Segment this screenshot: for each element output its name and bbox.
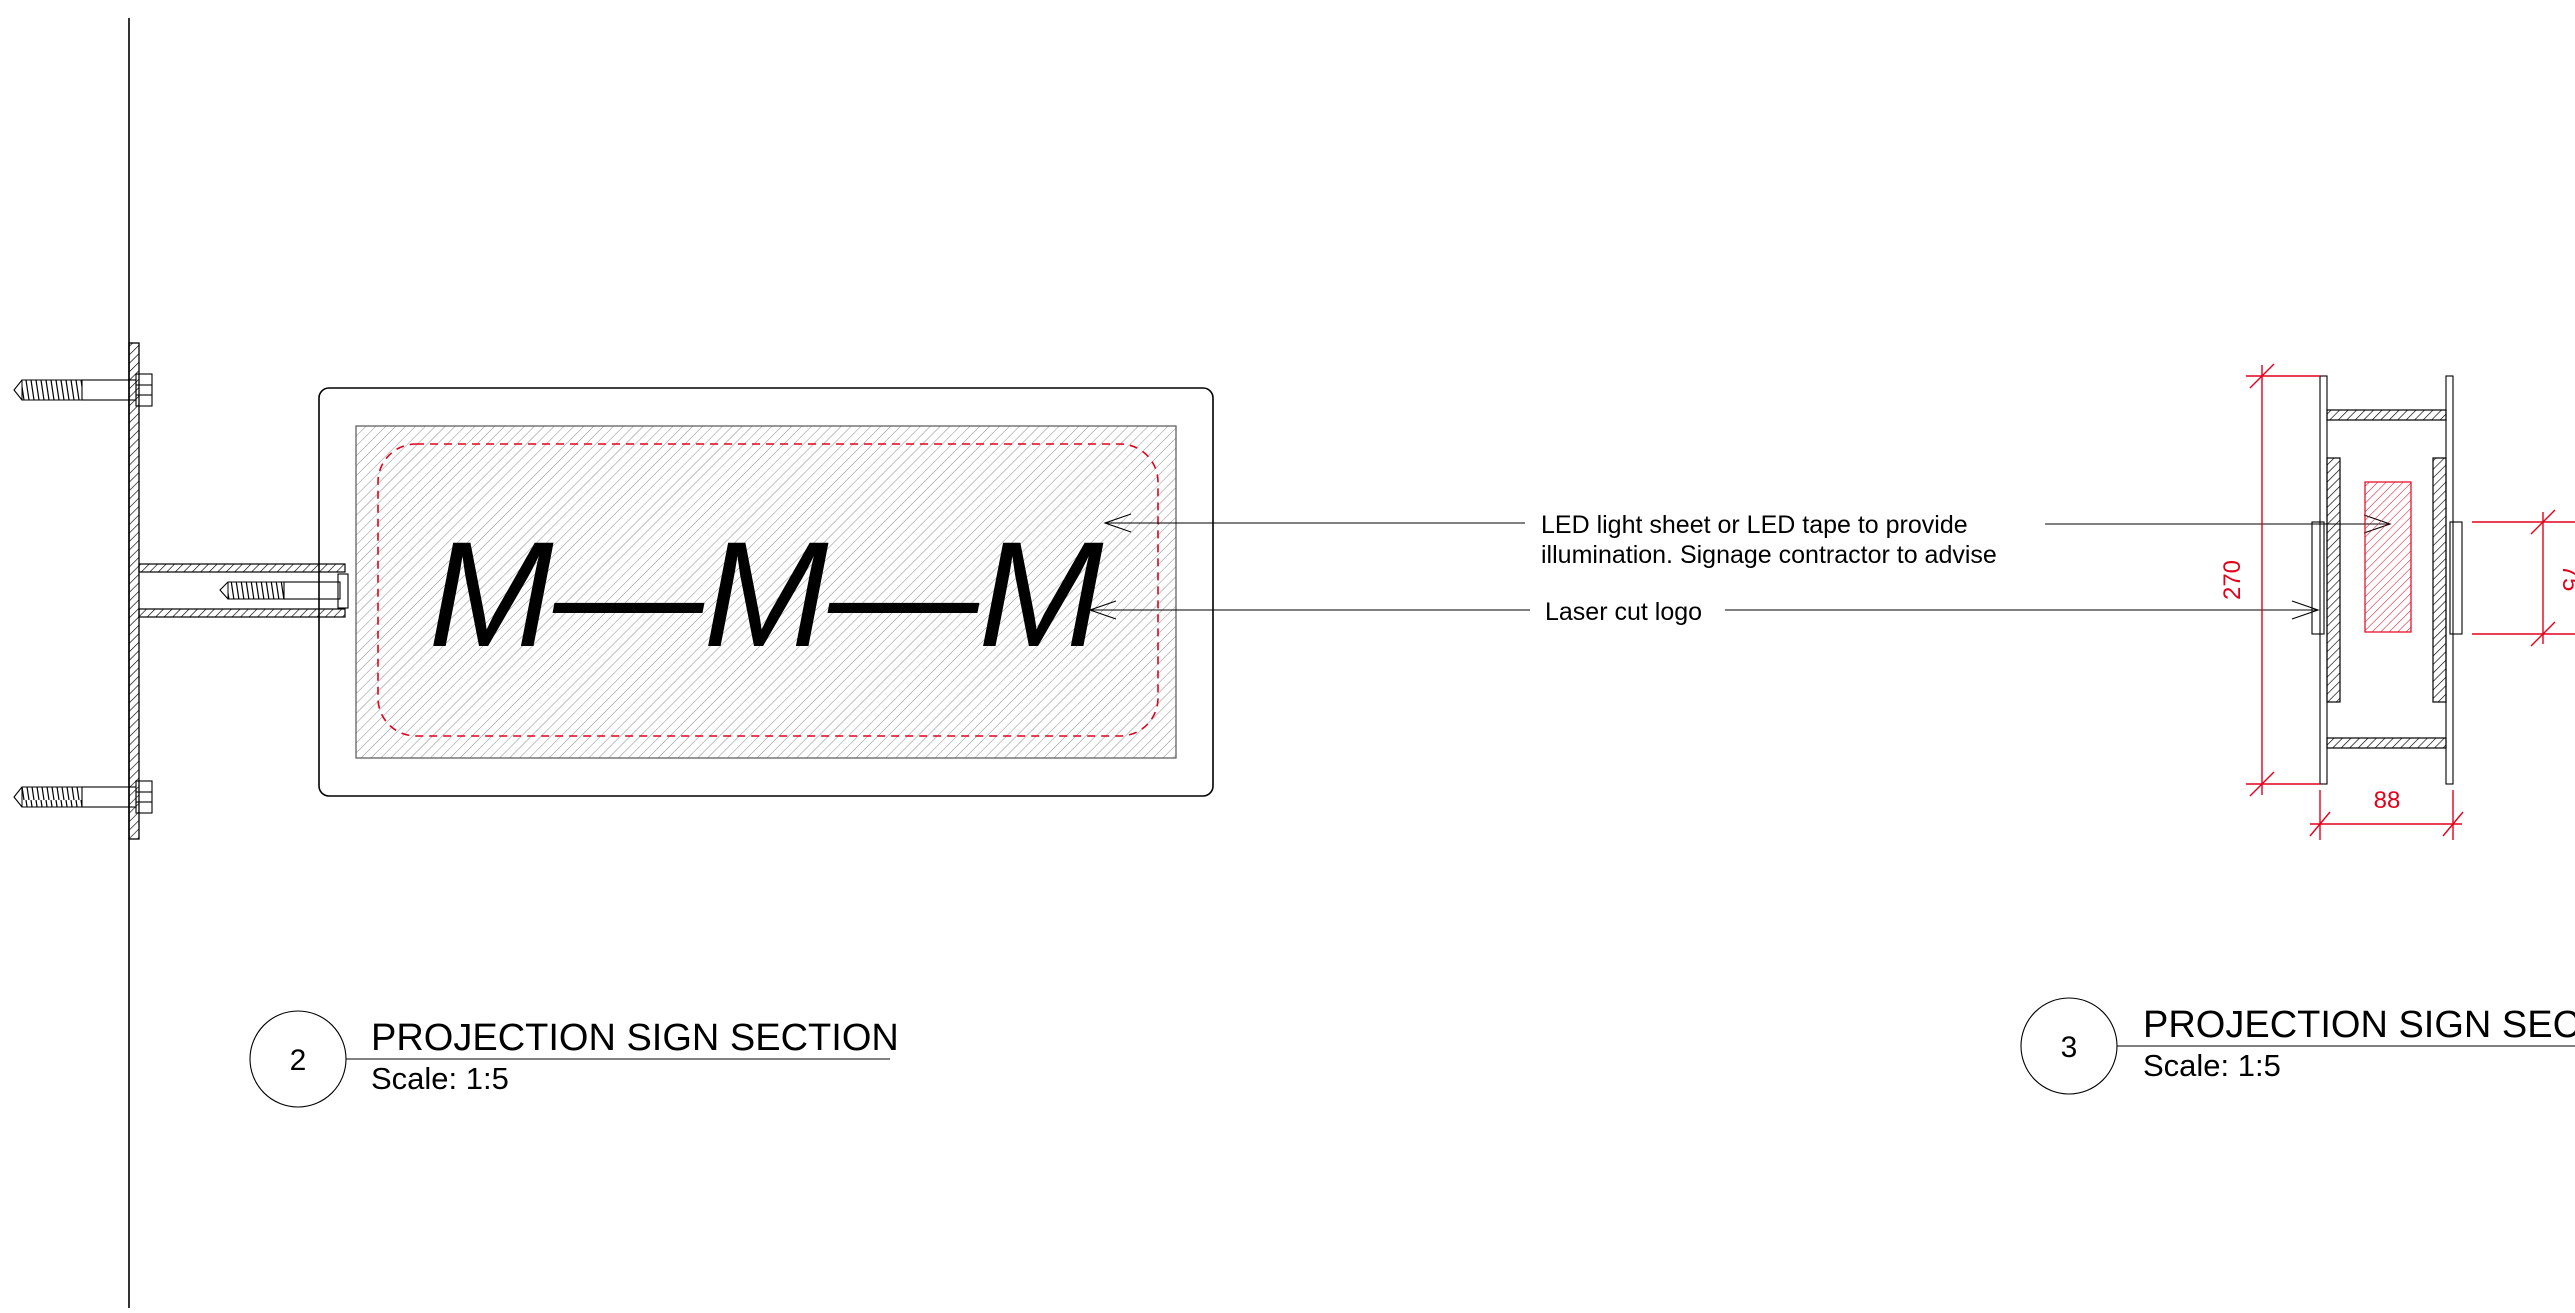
laser-note: Laser cut logo bbox=[1545, 598, 1702, 626]
section-3-title: PROJECTION SIGN SECTION bbox=[2143, 1004, 2575, 1046]
dimension-depth: 75 bbox=[2472, 509, 2575, 647]
dimension-width-label: 88 bbox=[2374, 787, 2401, 814]
dimension-width: 88 bbox=[2309, 787, 2464, 840]
dimension-height-label: 270 bbox=[2219, 560, 2246, 600]
leader-laser-note bbox=[1088, 600, 2320, 620]
sign-section-detail bbox=[2311, 375, 2463, 785]
dimension-depth-label: 75 bbox=[2557, 565, 2575, 592]
section-2-scale: Scale: 1:5 bbox=[371, 1061, 509, 1096]
section-3-scale: Scale: 1:5 bbox=[2143, 1048, 2281, 1083]
wall-screw-lower bbox=[13, 780, 153, 814]
sign-fixing-screw bbox=[219, 581, 341, 600]
section-2-number: 2 bbox=[290, 1044, 307, 1077]
logo-text: M—M—M bbox=[429, 510, 1104, 678]
section-3-title-block: 3 PROJECTION SIGN SECTION Scale: 1:5 bbox=[2020, 997, 2575, 1095]
bracket-arm bbox=[138, 563, 349, 618]
wall-screw-upper bbox=[13, 373, 153, 407]
led-note-line-2: illumination. Signage contractor to advi… bbox=[1541, 541, 1997, 569]
dimension-height: 270 bbox=[2219, 363, 2320, 797]
section-3-number: 3 bbox=[2061, 1031, 2078, 1064]
logo: M—M—M bbox=[429, 510, 1104, 678]
sign-box-outline bbox=[318, 387, 1214, 797]
illumination-zone-dashed bbox=[377, 443, 1159, 737]
led-note-line-1: LED light sheet or LED tape to provide bbox=[1541, 511, 1968, 539]
section-2-title-block: 2 PROJECTION SIGN SECTION Scale: 1:5 bbox=[249, 1010, 899, 1108]
wall-mounting-plate bbox=[128, 342, 140, 840]
sign-face-panel bbox=[355, 425, 1177, 759]
section-2-title: PROJECTION SIGN SECTION bbox=[371, 1017, 899, 1059]
